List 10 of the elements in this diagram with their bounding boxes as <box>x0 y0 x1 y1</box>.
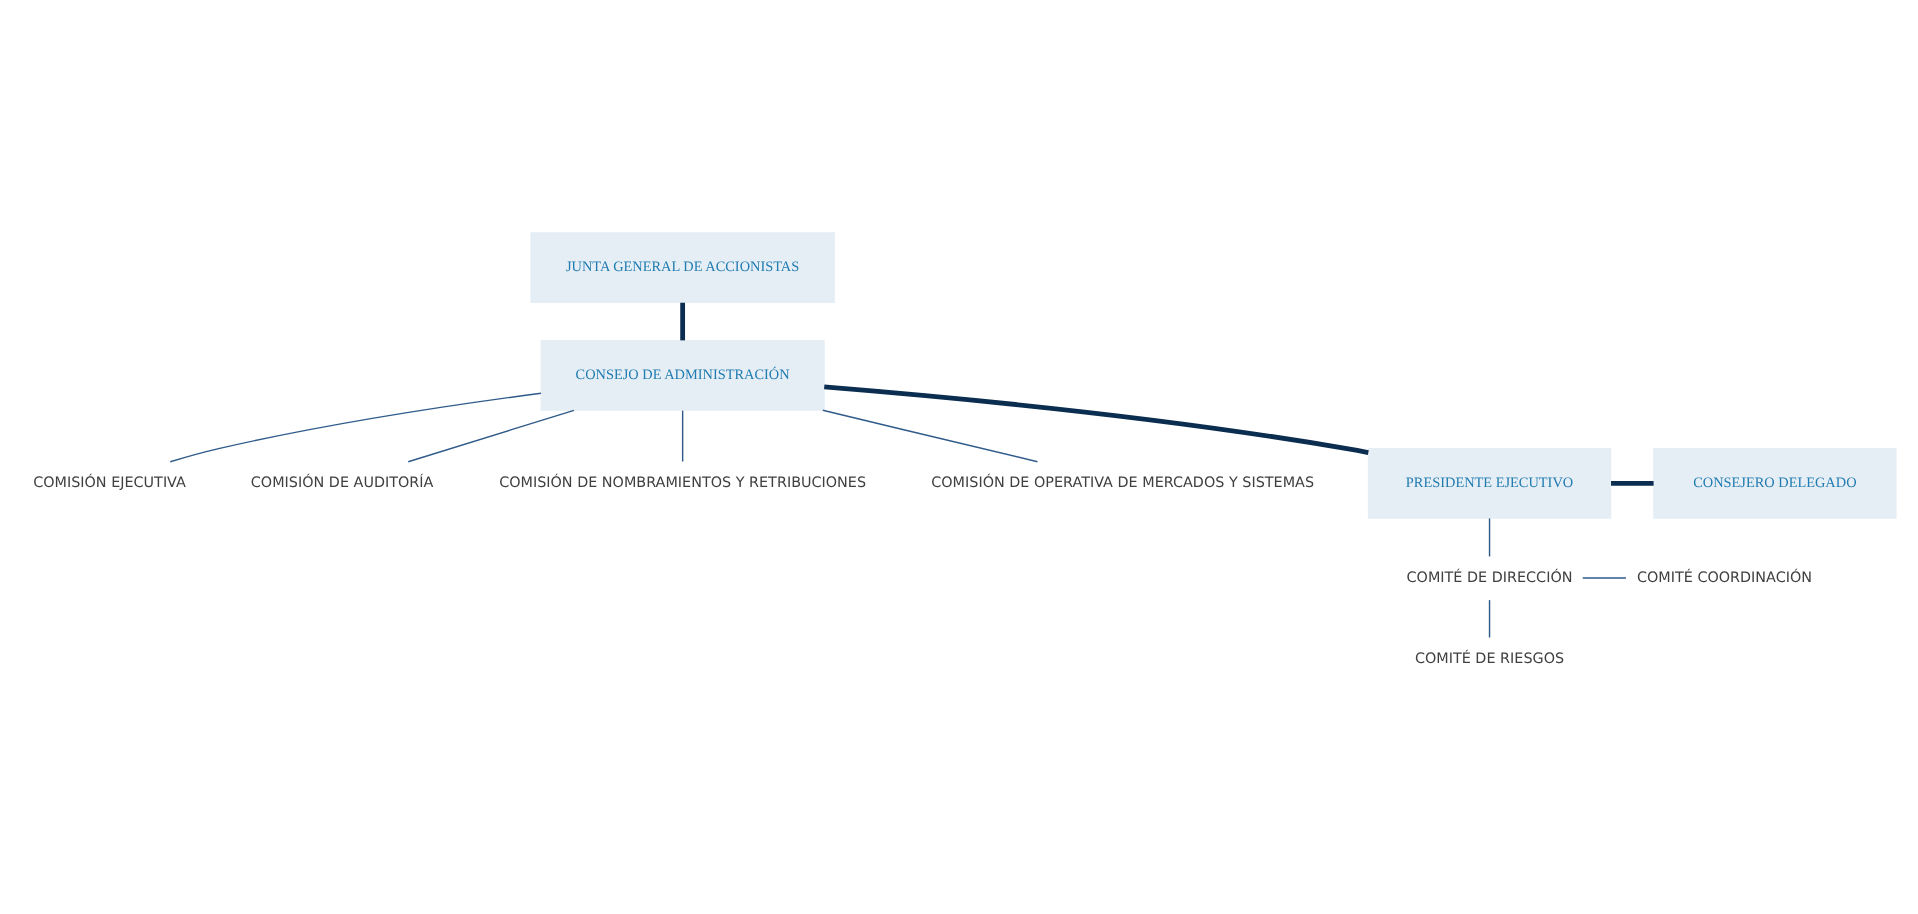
connector <box>169 392 542 463</box>
connector <box>822 409 1039 463</box>
connector <box>1488 599 1491 639</box>
connector <box>824 384 1369 455</box>
connector <box>1611 481 1654 486</box>
connector <box>680 302 686 341</box>
connector <box>1582 577 1627 579</box>
connector <box>1488 517 1491 558</box>
connector <box>681 409 684 463</box>
connector <box>407 409 575 463</box>
